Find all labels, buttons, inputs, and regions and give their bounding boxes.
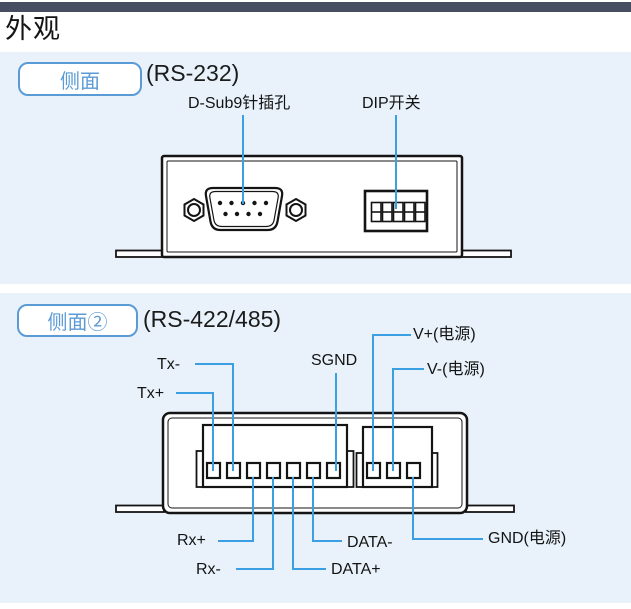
terminal-5-data-plus [285,461,302,480]
side-view-2-badge-label: 侧面② [47,312,108,334]
tx-plus-label: Tx+ [137,385,165,402]
dip-switch-label: DIP开关 [362,95,421,112]
rs422-device-drawing [115,334,515,570]
mounting-flange-left [115,504,165,513]
leader-line-data-plus [292,477,326,570]
data-minus-label: DATA- [347,534,393,551]
dsub9-label: D-Sub9针插孔 [188,95,291,112]
leader-line-v-plus [372,334,411,471]
leader-line-data-minus [312,477,342,542]
terminal-3-rx-plus [245,461,262,480]
rs232-device-drawing [115,115,512,259]
rx-minus-label: Rx- [196,561,221,578]
gnd-label: GND(电源) [488,530,567,547]
terminal-4-rx-minus [265,461,282,480]
leader-line-tx-plus [176,392,214,471]
screw-nut-left [183,197,205,223]
mounting-flange-right [459,249,512,258]
leader-line-gnd [412,477,483,540]
top-accent-bar [0,2,631,12]
panel-rs232-subtitle: (RS-232) [146,60,240,86]
leader-line-v-minus [392,368,424,471]
terminal-block-3pin [355,425,439,489]
panel-rs422-subtitle: (RS-422/485) [143,306,282,332]
leader-line-rx-plus [218,477,254,542]
terminal-10-gnd [405,461,422,480]
device-body-inner-line [167,417,463,509]
v-plus-label: V+(电源) [413,326,476,343]
side-view-badge: 侧面 [18,62,142,96]
tx-minus-label: Tx- [157,356,181,373]
v-minus-label: V-(电源) [427,361,485,378]
sgnd-label: SGND [311,352,358,369]
mounting-flange-left [115,249,165,258]
terminal-block-7pin [195,423,355,489]
mounting-flange-right [465,504,515,513]
terminal-6-data-minus [305,461,322,480]
data-plus-label: DATA+ [331,561,381,578]
screw-nut-right [285,197,307,223]
leader-line-tx-minus [195,363,234,471]
terminal-7-sgnd [325,461,342,480]
side-view-2-badge: 侧面② [17,304,138,337]
page-title: 外观 [5,14,61,44]
panel-rs232: 侧面 (RS-232) D-Sub9针插孔 DIP开关 [0,52,631,284]
dsub9-pins [217,200,269,217]
side-view-badge-label: 侧面 [60,70,100,93]
dsub9-connector [204,186,284,232]
panel-rs422: 侧面② (RS-422/485) Tx- Tx+ SGND V+(电源) V-(… [0,293,631,603]
rx-plus-label: Rx+ [177,532,206,549]
leader-line-rx-minus [236,477,274,570]
device-body-inner-line [166,160,458,253]
